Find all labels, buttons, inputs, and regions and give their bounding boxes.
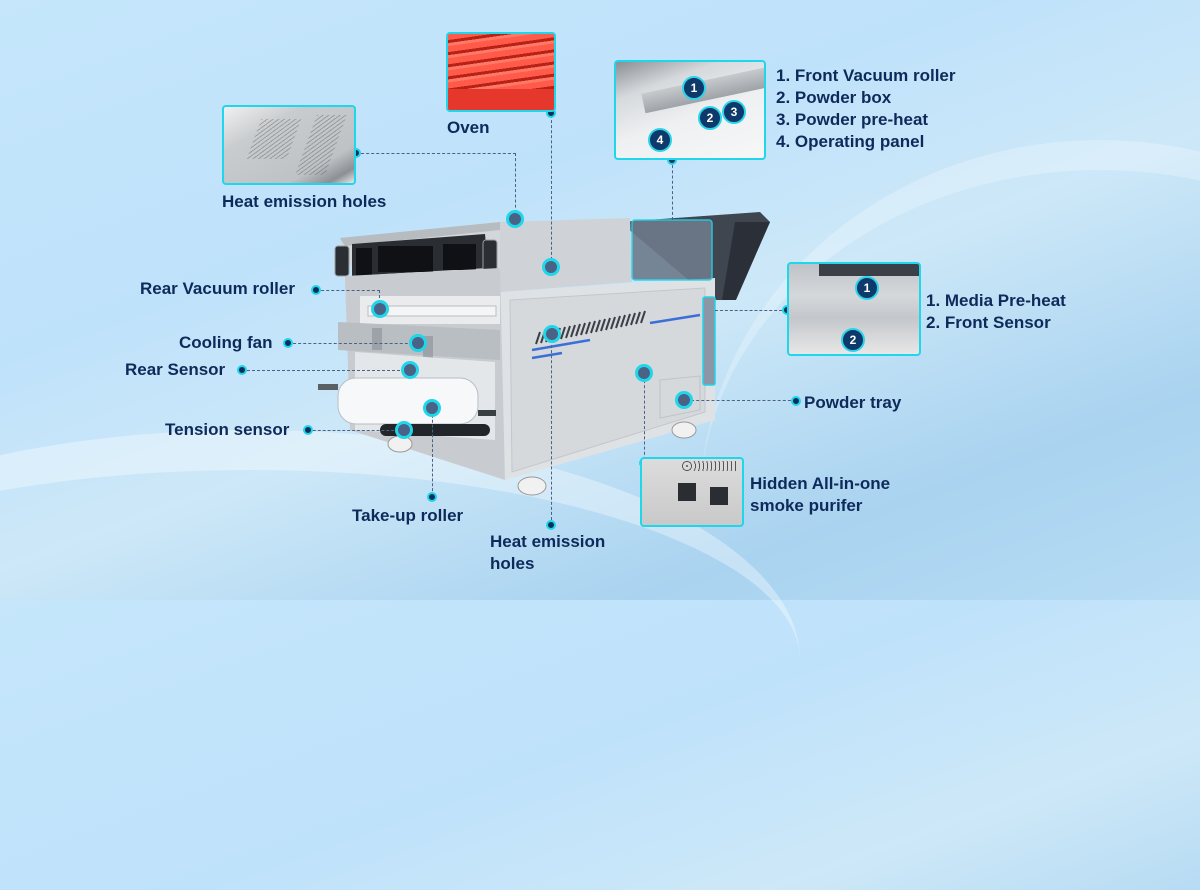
pin-take-up-roller[interactable] [423, 399, 441, 417]
label-line: holes [490, 554, 535, 573]
list-item: 4. Operating panel [776, 132, 925, 151]
pin-tension-sensor[interactable] [395, 421, 413, 439]
label-take-up-roller: Take-up roller [352, 506, 464, 525]
label-line: smoke purifer [750, 496, 863, 515]
thumbnail-media-preheat: 1 2 [787, 262, 921, 356]
pin-smoke-purifier[interactable] [635, 364, 653, 382]
thumbnail-oven [446, 32, 556, 112]
leader-line [551, 335, 552, 525]
leader-line [288, 343, 418, 344]
leader-line [644, 375, 645, 465]
label-cooling-fan: Cooling fan [179, 333, 273, 352]
label-rear-sensor: Rear Sensor [125, 360, 226, 379]
pin-powder-tray[interactable] [675, 391, 693, 409]
dot-heat-emission-bottom [546, 520, 556, 530]
leader-line [686, 400, 796, 401]
list-media-section-parts: 1. Media Pre-heat 2. Front Sensor [926, 290, 1066, 334]
list-item: 3. Powder pre-heat [776, 110, 929, 129]
label-line: Hidden All-in-one [750, 474, 891, 493]
leader-line [515, 153, 516, 218]
pin-heat-emission-bottom[interactable] [543, 325, 561, 343]
dtf-powder-shaker-machine [318, 212, 770, 496]
leader-line [551, 115, 552, 265]
leader-line [432, 410, 433, 496]
marker-4: 4 [648, 128, 672, 152]
label-heat-emission-holes-top: Heat emission holes [222, 192, 387, 211]
leader-line [672, 160, 673, 220]
pin-cooling-fan[interactable] [409, 334, 427, 352]
list-item: 1. Front Vacuum roller [776, 66, 956, 85]
pin-oven[interactable] [542, 258, 560, 276]
marker-3: 3 [722, 100, 746, 124]
marker-2: 2 [698, 106, 722, 130]
pin-rear-sensor[interactable] [401, 361, 419, 379]
label-tension-sensor: Tension sensor [165, 420, 290, 439]
label-powder-tray: Powder tray [804, 393, 902, 412]
dot-rear-sensor [237, 365, 247, 375]
list-item: 1. Media Pre-heat [926, 291, 1066, 310]
dot-take-up-roller [427, 492, 437, 502]
leader-line [356, 153, 516, 154]
leader-line [715, 310, 787, 311]
list-item: 2. Powder box [776, 88, 892, 107]
leader-line [242, 370, 410, 371]
dot-tension-sensor [303, 425, 313, 435]
pin-heat-emission-top[interactable] [506, 210, 524, 228]
pin-rear-vacuum-roller[interactable] [371, 300, 389, 318]
label-smoke-purifier: Hidden All-in-one smoke purifer [750, 473, 890, 517]
dot-cooling-fan [283, 338, 293, 348]
list-powder-section-parts: 1. Front Vacuum roller 2. Powder box 3. … [776, 65, 956, 153]
thumbnail-smoke-purifier [640, 457, 744, 527]
label-oven: Oven [447, 118, 490, 137]
leader-line [316, 290, 380, 291]
marker-1: 1 [855, 276, 879, 300]
dot-rear-vacuum-roller [311, 285, 321, 295]
marker-2: 2 [841, 328, 865, 352]
thumbnail-powder-section: 1 2 3 4 [614, 60, 766, 160]
dot-powder-tray [791, 396, 801, 406]
thumbnail-heat-emission-holes [222, 105, 356, 185]
marker-1: 1 [682, 76, 706, 100]
label-line: Heat emission [490, 532, 606, 551]
leader-line [379, 290, 380, 308]
list-item: 2. Front Sensor [926, 313, 1051, 332]
label-heat-emission-holes-bottom: Heat emission holes [490, 531, 605, 575]
leader-line [308, 430, 404, 431]
label-rear-vacuum-roller: Rear Vacuum roller [140, 279, 295, 298]
